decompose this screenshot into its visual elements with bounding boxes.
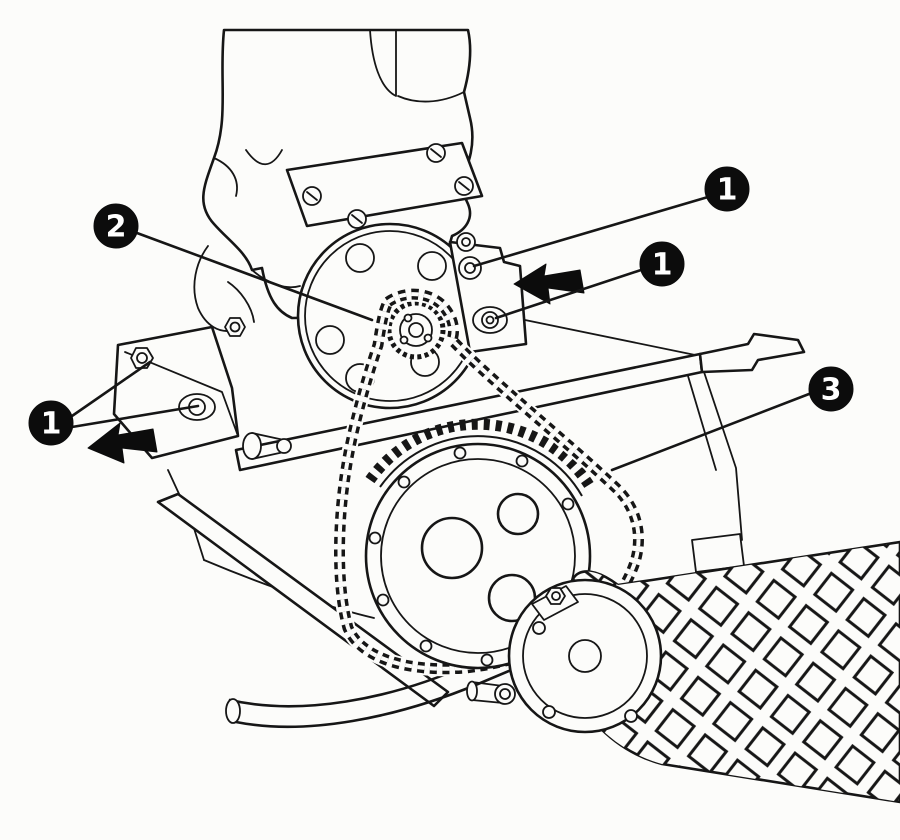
leader-2: [135, 231, 374, 322]
callout-label: 2: [106, 210, 127, 245]
direction-arrows: [87, 263, 585, 464]
tensioner-bolt: [531, 585, 579, 621]
drive-sprocket: [386, 300, 446, 360]
callout-label: 1: [652, 248, 673, 283]
driven-sprocket-teeth: [365, 418, 597, 497]
plate-screw: [426, 143, 446, 163]
callout-balloon-1-left: 1: [28, 400, 74, 446]
mounting-bolt-top: [456, 232, 476, 252]
callout-balloon-1-top-right: 1: [704, 166, 750, 212]
plate-screw: [347, 209, 367, 229]
callout-leaders: [70, 195, 811, 472]
callout-label: 3: [821, 373, 842, 408]
callout-balloon-3: 3: [808, 366, 854, 412]
plate-screw: [454, 176, 474, 196]
leader-3: [610, 392, 811, 472]
plate-screw: [302, 186, 322, 206]
callout-label: 1: [41, 407, 62, 442]
leader-1-top-right: [472, 195, 710, 268]
arrow-left-icon: [87, 422, 158, 464]
callout-label: 1: [717, 173, 738, 208]
roller-end-cap: [507, 578, 663, 734]
engine-nut: [224, 317, 246, 337]
arrow-right-icon: [513, 263, 585, 305]
tine-roller: [466, 540, 900, 804]
leader-1-left-b: [70, 404, 200, 429]
bracket-nut: [130, 347, 154, 369]
callout-balloon-1-mid-right: 1: [639, 241, 685, 287]
callout-balloons: 1 1 2 1 3: [28, 166, 854, 446]
axle-hardware: [466, 680, 516, 705]
leader-1-mid-right: [494, 268, 643, 320]
leader-1-left-a: [70, 360, 152, 418]
mounting-bolt-lower: [472, 306, 508, 334]
callout-balloon-2: 2: [93, 203, 139, 249]
right-mounting-bracket: [448, 232, 528, 354]
mounting-plate: [285, 141, 484, 229]
left-mounting-bracket: [112, 317, 292, 460]
mounting-bolt-upper: [458, 256, 482, 280]
roller-knob-pattern: [560, 542, 900, 802]
